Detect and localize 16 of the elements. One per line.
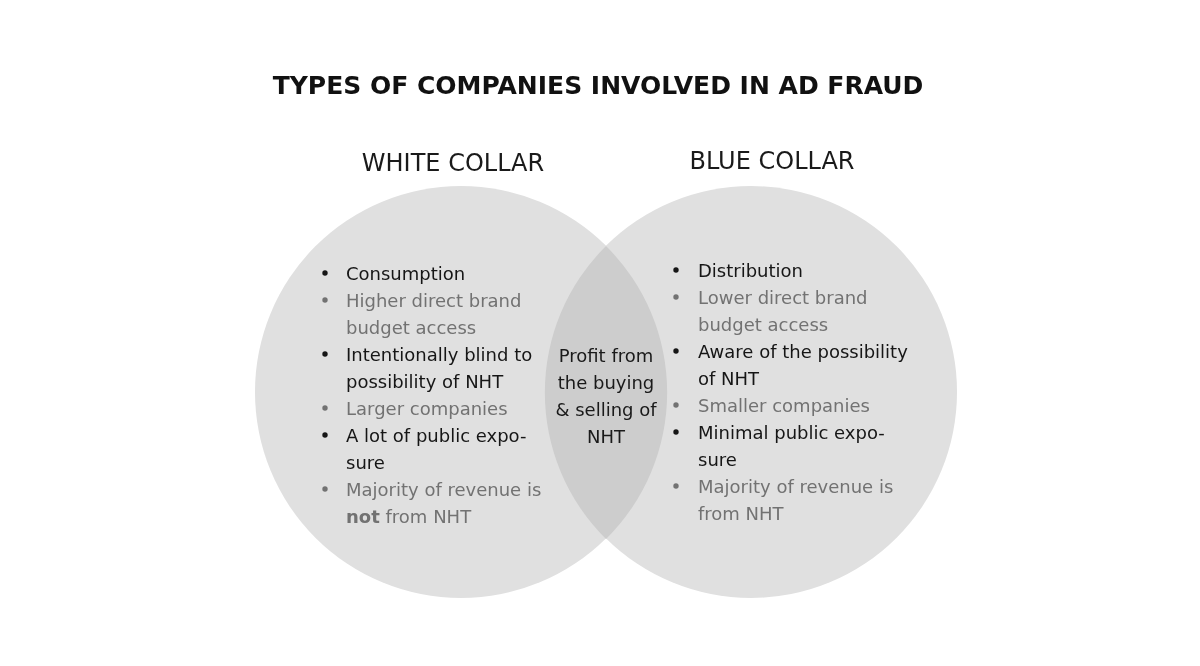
circle-heading: BLUE COLLAR — [689, 146, 855, 176]
list-item-text: Consumption — [346, 261, 466, 286]
list-item-text: Aware of the possibility of NHT — [698, 339, 909, 391]
list-item-text: Higher direct brand budget access — [346, 288, 523, 340]
list-item-text: Majority of revenue is from NHT — [698, 474, 895, 526]
diagram-title: TYPES OF COMPANIES INVOLVED IN AD FRAUD — [272, 70, 924, 102]
list-item-text: Distribution — [698, 258, 803, 283]
list-item-text: A lot of public expo-sure — [346, 423, 528, 475]
circle-heading: WHITE COLLAR — [361, 148, 545, 178]
list-item-text: Larger companies — [346, 396, 508, 421]
list-item-text: Smaller companies — [698, 393, 870, 418]
list-item-text: Intentionally blind to possibility of NHT — [346, 342, 534, 394]
list-item-text: Minimal public expo-sure — [698, 420, 886, 472]
list-item-text: Majority of revenue is not from NHT — [346, 477, 543, 529]
overlap-text: Profit from the buying & selling of NHT — [554, 343, 658, 449]
list-item-text: Lower direct brand budget access — [698, 285, 869, 337]
